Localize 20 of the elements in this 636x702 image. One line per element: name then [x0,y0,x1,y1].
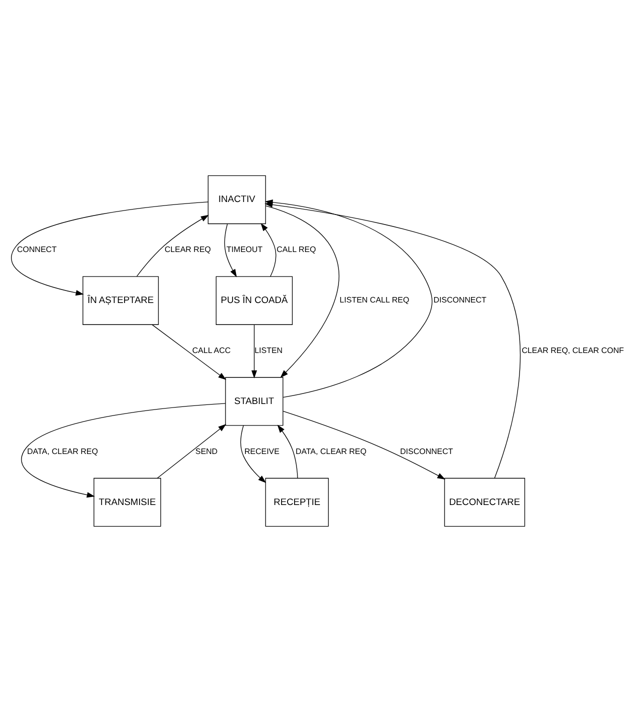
arrow [282,410,446,480]
node-box: STABILIT [225,377,284,426]
arrow [157,424,226,478]
arrow [265,206,340,378]
arrow [260,223,276,277]
arrow [152,324,226,380]
node-box: ÎN AȘTEPTARE [82,276,159,325]
arrow [240,425,266,483]
arrow [21,403,226,498]
node-box: INACTIV [208,175,266,224]
node-box: DECONECTARE [444,478,526,527]
arrow [251,324,258,378]
arrow [264,202,520,478]
arrow [277,424,298,478]
node-box: TRANSMISIE [94,478,162,527]
node-box: RECEPȚIE [265,478,329,527]
arrow [224,224,237,278]
arrow [136,214,209,277]
arrow [11,202,208,296]
node-box: PUS ÎN COADĂ [216,276,293,325]
